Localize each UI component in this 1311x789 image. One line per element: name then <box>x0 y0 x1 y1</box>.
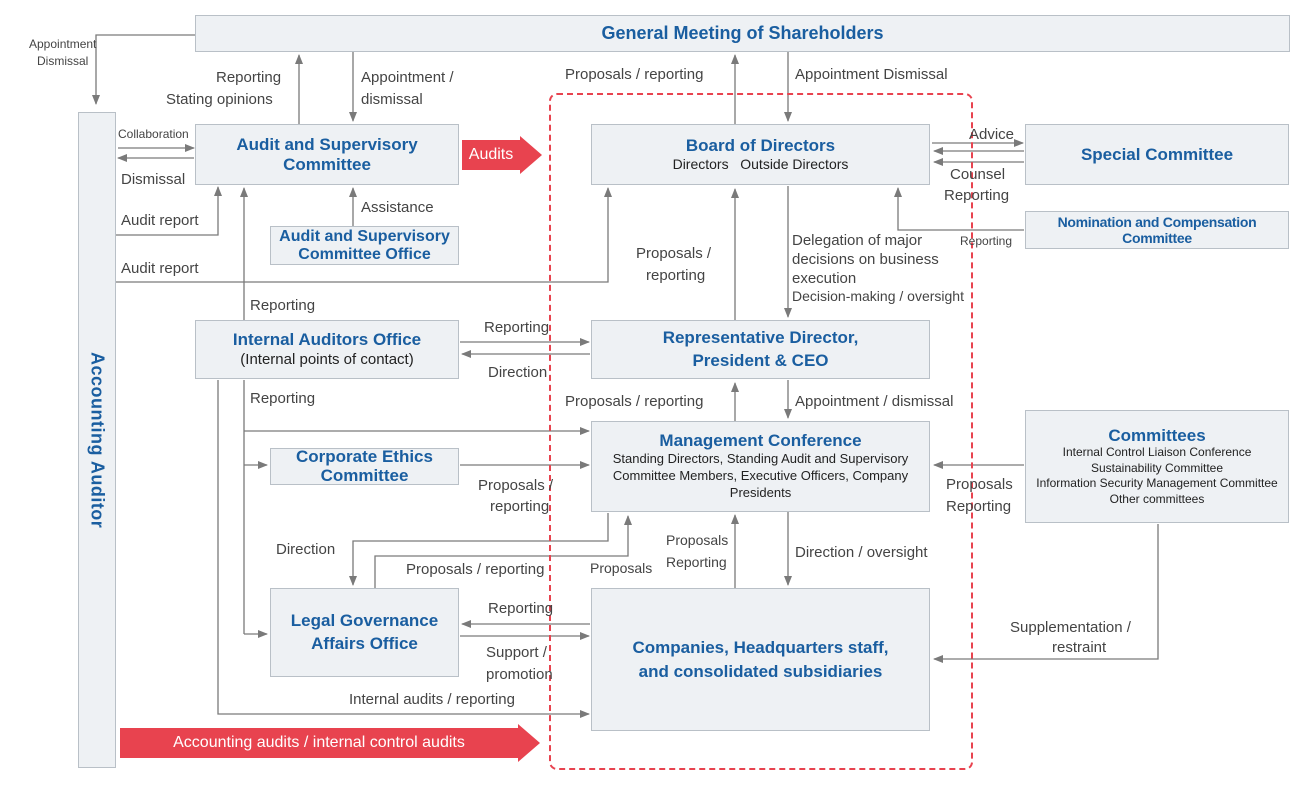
edge-label: dismissal <box>361 91 423 108</box>
committees-item: Internal Control Liaison Conference <box>1062 445 1252 460</box>
edge-label: Supplementation / <box>1010 619 1131 636</box>
internal-auditors-subtitle: (Internal points of contact) <box>240 350 414 368</box>
delegation-label: Delegation of major decisions on busines… <box>792 232 964 306</box>
committees-item: Information Security Management Committe… <box>1036 476 1278 491</box>
edge-label: Reporting <box>250 390 316 407</box>
nomination-committee-box: Nomination and Compensation Committee <box>1025 211 1289 249</box>
appointment-dismissal-aa-label: Appointment Dismissal <box>29 36 96 71</box>
edge-label: execution <box>792 269 857 287</box>
committees-title: Committees <box>1108 425 1206 445</box>
edge-label: Stating opinions <box>166 91 273 108</box>
management-conference-subtitle: Standing Directors, Standing Audit and S… <box>612 450 909 500</box>
edge-label: Reporting <box>250 297 316 314</box>
audits-arrow: Audits <box>462 136 542 174</box>
edge-label: Reporting <box>488 600 554 617</box>
representative-director-title: Representative Director, President & CEO <box>662 328 859 370</box>
audits-arrowhead <box>520 136 542 174</box>
edge-label: Internal audits / reporting <box>349 691 515 708</box>
edge-label: Proposals / reporting <box>406 561 545 578</box>
edge-label: decisions on business <box>792 250 939 268</box>
edge-label: Proposals / <box>478 477 554 494</box>
edge-label: Direction <box>276 541 336 558</box>
edge-label: Proposals <box>666 532 729 548</box>
edge-label: Appointment Dismissal <box>795 66 948 83</box>
execution-scope-boundary <box>549 93 973 770</box>
edge-label: reporting <box>646 267 706 284</box>
edge-label: Advice <box>969 126 1015 143</box>
representative-director-box: Representative Director, President & CEO <box>591 320 930 379</box>
edge-label: Dismissal <box>37 54 89 69</box>
internal-auditors-title: Internal Auditors Office <box>232 329 422 349</box>
special-committee-title: Special Committee <box>1080 144 1234 164</box>
edge-label: Dismissal <box>121 171 186 188</box>
edge-label: Direction <box>488 364 548 381</box>
accounting-auditor-title: Accounting Auditor <box>87 351 108 529</box>
edge-label: Proposals <box>946 476 1013 493</box>
management-conference-title: Management Conference <box>659 431 862 451</box>
audit-committee-office-box: Audit and Supervisory Committee Office <box>270 226 459 265</box>
audit-committee-title: Audit and Supervisory Committee <box>236 134 418 174</box>
edge-label: Delegation of major <box>792 232 923 249</box>
audits-label: Audits <box>462 140 520 170</box>
edge-label: Assistance <box>361 199 434 216</box>
accounting-audits-label: Accounting audits / internal control aud… <box>120 728 518 758</box>
committees-item: Sustainability Committee <box>1090 460 1224 475</box>
legal-governance-title: Legal Governance Affairs Office <box>290 610 439 653</box>
edge-label: Audit report <box>121 260 199 277</box>
edge-label: Direction / oversight <box>795 544 928 561</box>
edge-label: Collaboration <box>118 127 189 141</box>
nomination-committee-title: Nomination and Compensation Committee <box>1057 213 1257 246</box>
management-conference-box: Management Conference Standing Directors… <box>591 421 930 512</box>
edge-label: Appointment <box>29 37 97 51</box>
board-subtitle: Directors Outside Directors <box>672 156 849 173</box>
board-of-directors-box: Board of Directors Directors Outside Dir… <box>591 124 930 185</box>
edge-label: Reporting <box>666 554 727 570</box>
edge-label: Proposals / reporting <box>565 66 704 83</box>
audit-committee-office-title: Audit and Supervisory Committee Office <box>279 227 450 263</box>
companies-title: Companies, Headquarters staff, and conso… <box>632 637 889 681</box>
edge-label: restraint <box>1052 639 1107 656</box>
edge-label: Reporting <box>484 319 550 336</box>
accounting-audits-arrow: Accounting audits / internal control aud… <box>120 724 540 762</box>
edge-label: Support / <box>486 644 547 661</box>
edge-label: Reporting <box>946 498 1012 515</box>
edge-label: Proposals / reporting <box>565 393 704 410</box>
edge-label: Appointment / <box>361 69 454 86</box>
edge-label: Reporting <box>960 234 1013 248</box>
edge-label: Decision-making / oversight <box>792 288 964 305</box>
accounting-audits-arrowhead <box>518 724 540 762</box>
edge-label: Reporting <box>944 187 1010 204</box>
general-meeting-of-shareholders-box: General Meeting of Shareholders <box>195 15 1290 52</box>
board-title: Board of Directors <box>685 135 836 155</box>
edge-label: reporting <box>490 498 550 515</box>
special-committee-box: Special Committee <box>1025 124 1289 185</box>
committees-item: Other committees <box>1109 491 1205 506</box>
committees-box: Committees Internal Control Liaison Conf… <box>1025 410 1289 523</box>
audit-committee-box: Audit and Supervisory Committee <box>195 124 459 185</box>
corporate-ethics-committee-box: Corporate Ethics Committee <box>270 446 459 485</box>
edge-label: Proposals <box>590 560 653 576</box>
legal-governance-office-box: Legal Governance Affairs Office <box>270 588 459 677</box>
accounting-auditor-box: Accounting Auditor <box>78 112 116 768</box>
edge-label: Audit report <box>121 212 199 229</box>
edge-label: Counsel <box>950 166 1006 183</box>
gms-title: General Meeting of Shareholders <box>601 23 884 44</box>
edge-label: Proposals / <box>636 245 712 262</box>
edge-label: Appointment / dismissal <box>795 393 954 410</box>
edge-label: Reporting <box>216 69 282 86</box>
ethics-title: Corporate Ethics Committee <box>296 446 433 485</box>
edge-label: promotion <box>486 666 553 683</box>
internal-auditors-office-box: Internal Auditors Office (Internal point… <box>195 320 459 379</box>
companies-box: Companies, Headquarters staff, and conso… <box>591 588 930 731</box>
